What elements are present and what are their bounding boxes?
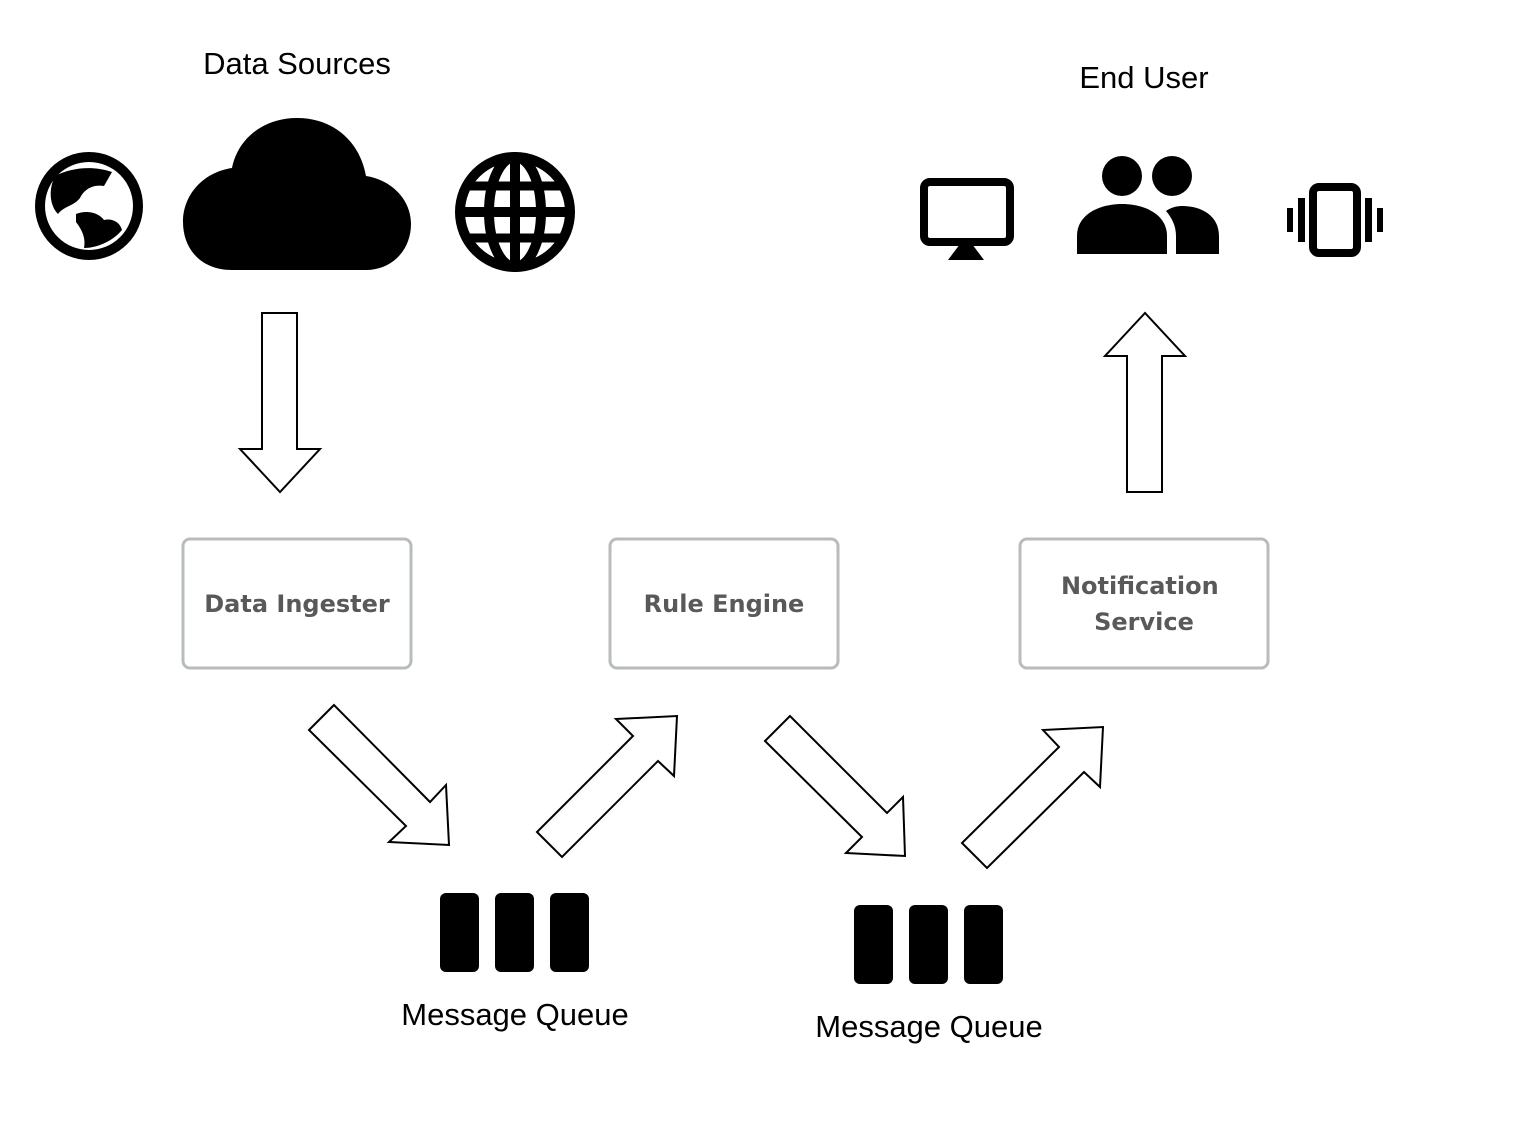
arrow-queue-to-rule-engine: [535, 714, 679, 859]
data-ingester-box: Data Ingester: [181, 537, 413, 670]
notification-service-box: Notification Service: [1018, 537, 1270, 670]
people-group-icon: [1077, 156, 1219, 254]
message-queue-label-2: Message Queue: [815, 1009, 1042, 1044]
end-user-heading: End User: [1079, 60, 1208, 95]
notification-service-label: Notification Service: [1061, 572, 1227, 636]
desktop-monitor-icon: [920, 178, 1014, 260]
globe-grid-icon: [455, 152, 575, 272]
data-sources-heading: Data Sources: [203, 46, 391, 81]
arrow-ingester-to-queue: [307, 703, 451, 847]
message-queue-label-1: Message Queue: [401, 997, 628, 1032]
arrow-up-to-end-user: [1102, 311, 1188, 493]
globe-earth-icon: [35, 152, 143, 260]
vibrating-phone-icon: [1287, 183, 1383, 257]
message-queue-icon: [440, 893, 589, 972]
message-queue-icon: [854, 905, 1003, 984]
arrow-rule-engine-to-queue: [763, 714, 907, 858]
data-ingester-label: Data Ingester: [204, 590, 390, 618]
arrow-down-to-ingester: [237, 312, 323, 494]
arrow-queue-to-notification: [960, 725, 1105, 870]
cloud-icon: [183, 118, 411, 270]
rule-engine-label: Rule Engine: [644, 590, 805, 618]
rule-engine-box: Rule Engine: [608, 537, 840, 670]
